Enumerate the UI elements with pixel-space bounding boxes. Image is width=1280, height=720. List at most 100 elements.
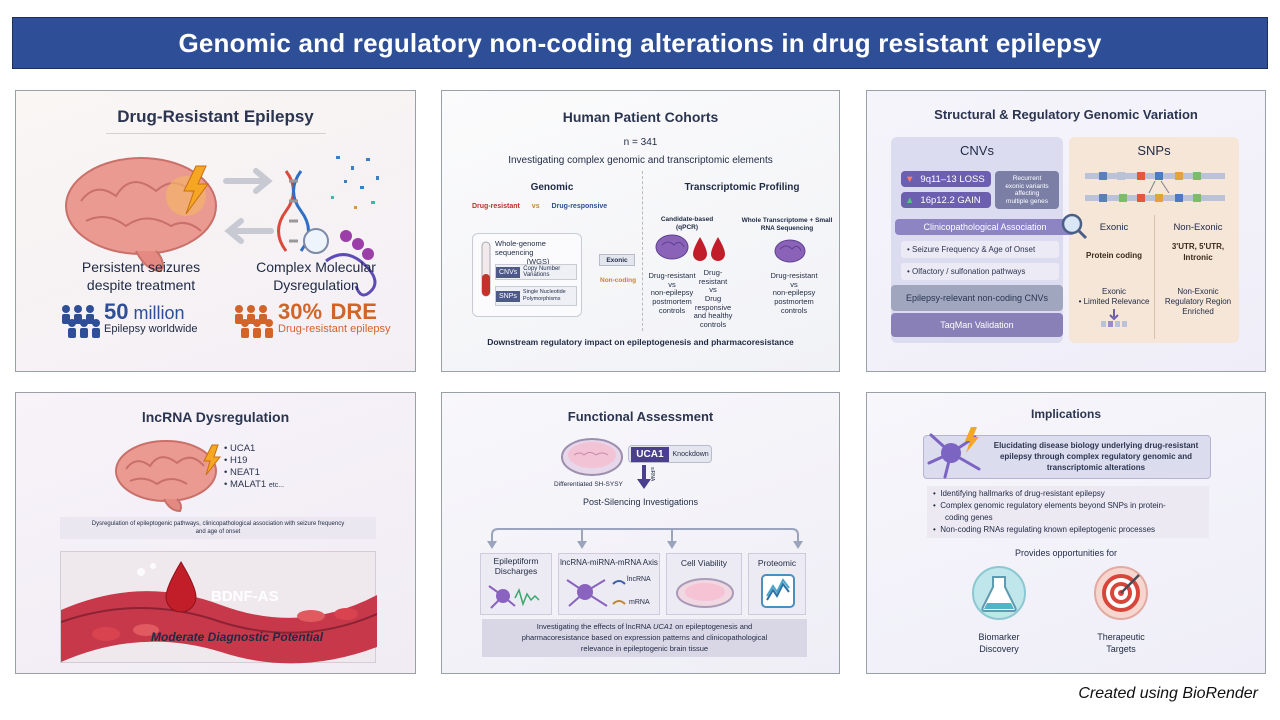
blood-drop-icon [165,561,197,613]
clinico-banner: Clinicopathological Association [895,219,1075,235]
noncoding-cnvs-bar: Epilepsy-relevant non-coding CNVs [891,285,1063,311]
magnifier-icon [303,228,329,254]
box-axis: lncRNA-miRNA-mRNA Axis lncRNA mRNA [558,553,660,615]
cohort-size: n = 341 [623,137,658,148]
snp-chromosome-icon [1085,172,1225,202]
people-group-orange-icon [235,305,273,338]
rna-strand-icon [612,580,626,605]
panel-title: Drug-Resistant Epilepsy [117,107,314,126]
neuron-icon [566,579,608,607]
panel-implications: Implications Elucidating disease biology… [866,392,1266,674]
bullet-seizure: • Seizure Frequency & Age of Onset [901,241,1059,258]
exonic-tag: Exonic [599,254,635,266]
credit-text: Created using BioRender [1078,685,1258,702]
flask-icon [972,566,1026,620]
exchange-arrows-icon [223,168,274,244]
genomic-header: Genomic [530,182,574,193]
wgs-label: Whole-genome sequencing(WGS) [495,239,550,266]
panel-drug-resistant-epilepsy: Drug-Resistant Epilepsy [15,90,416,372]
section-divider [642,171,643,331]
petri-dish-icon [561,438,623,476]
implications-header-box: Elucidating disease biology underlying d… [923,435,1211,479]
exonic-subheader: Exonic [1099,222,1129,233]
panel-title: Human Patient Cohorts [562,109,719,125]
panel-title: Structural & Regulatory Genomic Variatio… [934,107,1198,122]
people-group-icon [62,305,100,338]
functional-footer: Investigating the effects of lncRNA UCA1… [482,619,807,657]
implications-header-text: Elucidating disease biology underlying d… [993,441,1199,472]
box-proteomic: Proteomic [748,553,806,615]
target-icon [1094,566,1148,620]
utr-label: 3'UTR, 5'UTR,Intronic [1171,242,1225,262]
genomic-comparison: Drug-resistant vs Drug-responsive [472,203,608,210]
taqman-bar: TaqMan Validation [891,313,1063,337]
bullet-olfactory: • Olfactory / sulfonation pathways [901,263,1059,280]
neuron-icon [927,427,981,479]
nonexonic-subheader: Non-Exonic [1173,222,1223,233]
test-tube-icon [481,241,491,297]
blood-vessel-icon [61,561,377,664]
arrow-down-icon: ▼ [905,173,915,185]
gain-chip: ▲16p12.2 GAIN [901,192,991,208]
mrna-label: mRNA [629,599,650,606]
panel-functional-assessment: Functional Assessment Differentiated SH-… [441,392,840,674]
brain-icon [115,440,222,513]
cnvs-header: CNVs [960,143,994,158]
arrow-up-icon: ▲ [905,194,915,206]
protein-coding-label: Protein coding [1086,251,1142,260]
figure-title: Genomic and regulatory non-coding altera… [12,17,1268,69]
lightning-icon [183,165,209,215]
neuron-signal-icon [488,585,540,609]
provides-label: Provides opportunities for [1014,548,1118,558]
post-silencing-label: Post-Silencing Investigations [582,497,699,507]
transcriptomic-header: Transcriptomic Profiling [684,182,800,193]
snp-divider [1154,215,1155,339]
molecule-particles-icon [331,156,379,209]
box-cell-viability: Cell Viability [666,553,742,615]
dre-illustration [65,156,379,297]
panel-lncrna-dysregulation: lncRNA Dysregulation • UCA1 • H19 • NEAT… [15,392,416,674]
panel-structural-genomic-variation: Structural & Regulatory Genomic Variatio… [866,90,1266,372]
sirna-label: siRNA [649,467,655,482]
dysregulation-caption: Dysregulation of epileptogenic pathways,… [60,517,376,539]
petri-dish-icon [676,578,734,608]
protein-chain-icon [325,230,377,297]
brain-blood-icons [655,234,806,263]
left-caption: Persistent seizures despite treatment [81,259,201,293]
right-caption: Complex Molecular Dysregulation [256,259,376,293]
loss-chip: ▼9q11–13 LOSS [901,171,991,187]
title-divider [106,133,326,134]
cell-line-label: Differentiated SH-SYSY [554,481,623,488]
implications-bullets: • Identifying hallmarks of drug-resistan… [927,486,1209,538]
biomarker-description: Moderate Diagnostic Potential [151,630,324,644]
arrow-down-icon [637,465,651,489]
cohort-subtitle: Investigating complex genomic and transc… [508,155,773,166]
exonic-bar-icon [1101,309,1127,327]
stat-epilepsy-worldwide: 50 million Epilepsy worldwide [104,299,198,335]
snps-header: SNPs [1137,143,1171,158]
lncrna-gene-list: • UCA1 • H19 • NEAT1 • MALAT1 etc... [224,443,285,490]
stat-dre: 30% DRE Drug-resistant epilepsy [278,299,391,335]
panel-title: lncRNA Dysregulation [141,409,290,425]
magnifier-icon [1061,213,1088,240]
panel-human-patient-cohorts: Human Patient Cohorts n = 341 Investigat… [441,90,840,372]
candidate-label: Candidate-based(qPCR) [660,216,714,231]
lightning-icon [203,444,222,476]
panel-title: Implications [1030,407,1101,421]
brain-icon [65,157,217,273]
exonic-relevance: Exonic• Limited Relevance [1078,287,1150,306]
biomarker-name: BDNF-AS [211,588,279,605]
